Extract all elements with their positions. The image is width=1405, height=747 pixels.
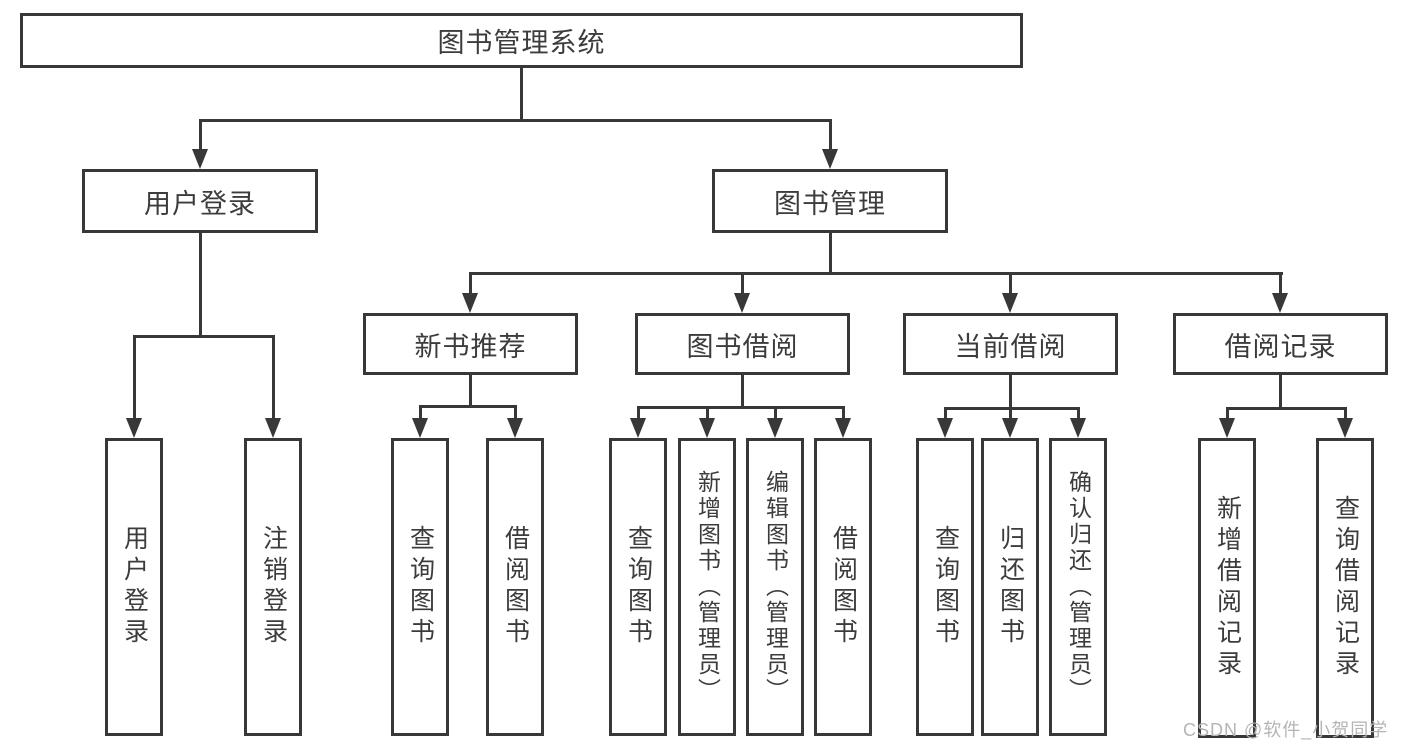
connector-line [1077,407,1080,420]
arrow-down-icon [734,293,750,313]
connector-line [842,406,845,420]
leaf-user-login: 用户登录 [105,438,163,736]
connector-line [1279,374,1282,410]
node-book-management-system: 图书管理系统 [20,13,1023,68]
leaf-logout: 注销登录 [244,438,302,736]
node-label: 查询借阅记录 [1331,495,1360,681]
connector-line [469,374,472,408]
leaf-query-books-current: 查询图书 [916,438,974,736]
node-user-login: 用户登录 [82,169,318,233]
connector-line [1279,272,1282,296]
arrow-down-icon [265,418,281,438]
connector-line [199,119,831,122]
connector-line [774,406,777,420]
leaf-edit-books-admin: 编辑图书（管理员） [746,438,804,736]
arrow-down-icon [822,149,838,169]
arrow-down-icon [1219,418,1235,438]
arrow-down-icon [937,418,953,438]
connector-line [741,272,744,296]
connector-line [133,335,275,338]
leaf-borrow-books-borrowing: 借阅图书 [814,438,872,736]
arrow-down-icon [1002,418,1018,438]
node-label: 当前借阅 [954,331,1067,362]
node-current-borrowing: 当前借阅 [903,313,1118,375]
node-label: 新增借阅记录 [1213,495,1242,681]
node-label: 用户登录 [120,525,149,649]
arrow-down-icon [192,149,208,169]
node-label: 新书推荐 [414,331,527,362]
connector-line [1009,407,1012,420]
connector-line [944,407,947,420]
arrow-down-icon [1002,293,1018,313]
arrow-down-icon [1272,293,1288,313]
node-book-borrowing: 图书借阅 [635,313,850,375]
connector-line [829,119,832,153]
arrow-down-icon [767,418,783,438]
connector-line [199,233,202,338]
arrow-down-icon [462,293,478,313]
arrow-down-icon [630,418,646,438]
arrow-down-icon [1070,418,1086,438]
node-label: 图书借阅 [686,331,799,362]
node-label: 借阅图书 [501,525,530,649]
node-label: 注销登录 [259,525,288,649]
connector-line [469,272,1283,275]
leaf-query-borrow-record: 查询借阅记录 [1316,438,1374,738]
connector-line [1226,407,1229,420]
node-label: 查询图书 [931,525,960,649]
connector-line [1009,374,1012,410]
arrow-down-icon [507,418,523,438]
node-label: 新增图书（管理员） [694,470,721,704]
leaf-add-books-admin: 新增图书（管理员） [678,438,736,736]
leaf-confirm-return-admin: 确认归还（管理员） [1049,438,1107,736]
connector-line [637,406,844,409]
leaf-query-books-recommend: 查询图书 [391,438,449,736]
node-label: 用户登录 [144,188,256,219]
node-label: 查询图书 [624,525,653,649]
leaf-borrow-books-recommend: 借阅图书 [486,438,544,736]
node-label: 借阅记录 [1224,331,1337,362]
connector-line [199,119,202,153]
node-label: 图书管理 [774,188,886,219]
arrow-down-icon [1337,418,1353,438]
connector-line [514,405,517,420]
leaf-add-borrow-record: 新增借阅记录 [1198,438,1256,738]
node-label: 确认归还（管理员） [1065,470,1092,704]
connector-line [829,233,832,275]
connector-line [1226,407,1346,410]
arrow-down-icon [412,418,428,438]
node-label: 归还图书 [996,525,1025,649]
connector-line [741,374,744,409]
arrow-down-icon [126,418,142,438]
connector-line [419,405,517,408]
node-label: 借阅图书 [829,525,858,649]
connector-line [1344,407,1347,420]
node-label: 编辑图书（管理员） [762,470,789,704]
node-borrowing-records: 借阅记录 [1173,313,1388,375]
leaf-return-books: 归还图书 [981,438,1039,736]
node-book-management: 图书管理 [712,169,948,233]
node-new-book-recommend: 新书推荐 [363,313,578,375]
connector-line [419,405,422,420]
connector-line [706,406,709,420]
watermark: CSDN @软件_小贺同学 [1183,720,1389,740]
connector-line [469,272,472,296]
connector-line [133,335,136,420]
node-label: 图书管理系统 [437,28,606,58]
connector-line [1009,272,1012,296]
leaf-query-books-borrowing: 查询图书 [609,438,667,736]
connector-line [272,335,275,420]
connector-line [520,68,523,122]
connector-line [637,406,640,420]
arrow-down-icon [835,418,851,438]
node-label: 查询图书 [406,525,435,649]
arrow-down-icon [699,418,715,438]
